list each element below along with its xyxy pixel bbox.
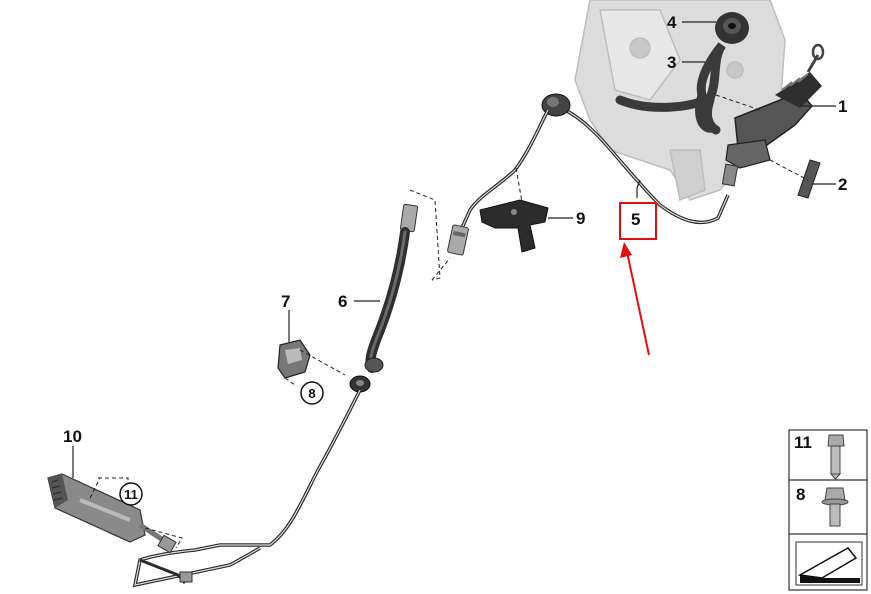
highlight-box (619, 202, 657, 240)
leader-lines (72, 21, 836, 478)
bracket-part-9 (479, 199, 549, 253)
callout-6: 6 (338, 292, 347, 311)
legend-flange-bolt-number: 8 (796, 485, 805, 504)
callout-10: 10 (63, 427, 82, 446)
grommet-part-4 (715, 12, 749, 44)
lower-pipe-grommet (349, 375, 371, 393)
legend-bolt-number: 11 (794, 433, 812, 452)
callout-1: 1 (838, 97, 847, 116)
hose-fitting (447, 224, 469, 256)
flange-bolt-icon (821, 487, 849, 527)
callout-9: 9 (576, 209, 585, 228)
callout-2: 2 (838, 175, 847, 194)
circled-callout-8: 8 (300, 381, 324, 405)
svg-text:11: 11 (124, 487, 138, 502)
pin-part-2 (797, 159, 821, 199)
svg-text:8: 8 (308, 386, 315, 401)
wedge-symbol-icon (795, 541, 863, 586)
fastener-legend: 11 8 (788, 429, 868, 591)
reservoir-hose-part-3 (615, 42, 726, 133)
pedal-bracket (574, 0, 786, 202)
callout-4: 4 (667, 13, 677, 32)
clip-part-7 (277, 339, 311, 379)
highlight-arrow (620, 242, 650, 356)
callout-3: 3 (667, 53, 676, 72)
callout-7: 7 (281, 292, 290, 311)
clutch-hose-part-6 (364, 203, 418, 373)
pipe-grommet (541, 93, 571, 117)
circled-callout-11: 11 (119, 482, 143, 506)
master-cylinder-part-1 (721, 43, 825, 187)
bolt-icon (827, 434, 845, 480)
slave-cylinder-part-10 (47, 473, 177, 554)
callout-5: 5 (631, 210, 640, 229)
